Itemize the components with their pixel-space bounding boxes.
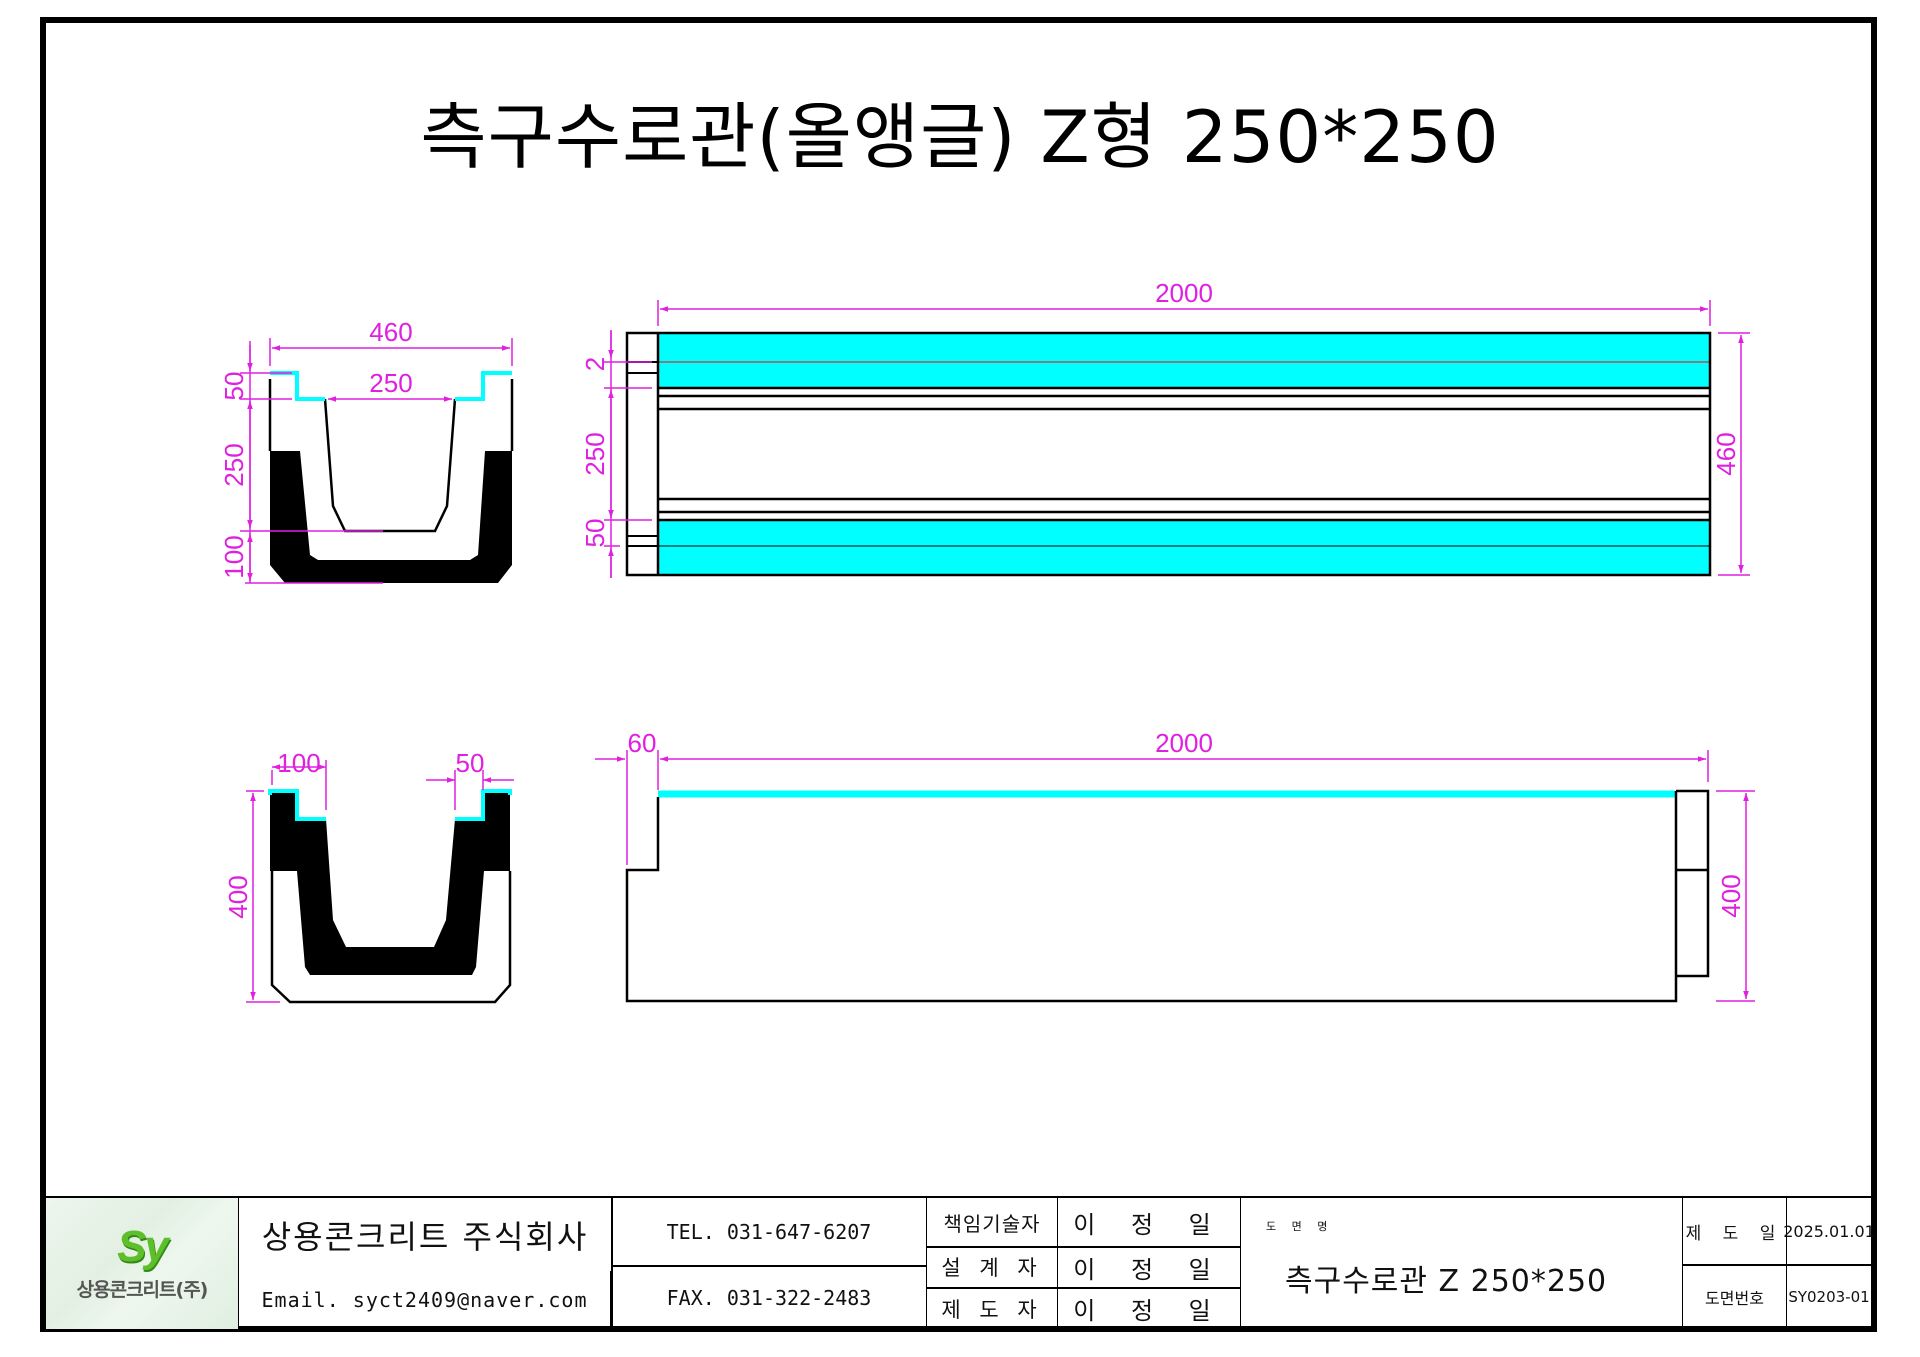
drawing-name: 측구수로관 Z 250*250: [1285, 1264, 1608, 1299]
dim-offset-60: 60: [628, 728, 657, 758]
company-logo: Sy 상용콘크리트(주): [46, 1198, 239, 1329]
dim-plan-250: 250: [580, 432, 610, 475]
plan-view: 2000 460 2 250 50: [580, 278, 1750, 578]
dim-height-400: 400: [223, 875, 253, 918]
company-name: 상용콘크리트 주식회사: [261, 1217, 589, 1256]
role-name-drafter: 이 정 일: [1058, 1288, 1241, 1329]
dim-length-2000: 2000: [1155, 278, 1213, 308]
role-label-drafter: 제 도 자: [927, 1288, 1058, 1329]
drawing-number-label: 도면번호: [1683, 1265, 1787, 1329]
company-fax: FAX. 031-322-2483: [612, 1266, 927, 1329]
role-label-designer: 설 계 자: [927, 1247, 1058, 1287]
cross-section-bottom: 100 50 400: [223, 748, 514, 1004]
drawing-name-cell: 도 면 명 측구수로관 Z 250*250: [1241, 1198, 1683, 1329]
date-value: 2025.01.01: [1783, 1221, 1875, 1241]
title-block: Sy 상용콘크리트(주) 상용콘크리트 주식회사 Email. syct2409…: [46, 1196, 1875, 1329]
dim-plan-2: 2: [580, 357, 610, 371]
drawing-number: SY0203-01: [1788, 1288, 1870, 1306]
role-name-chief-engineer: 이 정 일: [1058, 1198, 1241, 1246]
dim-width-460: 460: [369, 317, 412, 347]
company-email: Email. syct2409@naver.com: [239, 1271, 611, 1329]
logo-mark: Sy: [117, 1222, 169, 1271]
concrete-section-fill: [270, 793, 510, 975]
company-tel: TEL. 031-647-6207: [612, 1198, 927, 1265]
cross-section-top: 460 250 50 250 100: [219, 317, 514, 584]
elevation-view: 60 2000 400: [595, 728, 1755, 1003]
dim-elev-height-400: 400: [1716, 874, 1746, 917]
dim-right-50: 50: [456, 748, 485, 778]
role-name-designer: 이 정 일: [1058, 1247, 1241, 1287]
dim-elev-length-2000: 2000: [1155, 728, 1213, 758]
dim-top-50: 50: [219, 372, 249, 401]
drawing-frame: [40, 17, 1877, 1332]
dim-inner-250: 250: [369, 368, 412, 398]
logo-name: 상용콘크리트(주): [76, 1279, 209, 1301]
role-label-chief-engineer: 책임기술자: [927, 1198, 1058, 1246]
drawing-title: 측구수로관(올앵글) Z형 250*250: [420, 95, 1500, 179]
dim-plan-width-460: 460: [1711, 432, 1741, 475]
dim-bottom-100: 100: [219, 535, 249, 578]
dim-left-100: 100: [277, 748, 320, 778]
drawing-name-label: 도 면 명: [1266, 1220, 1334, 1233]
dim-mid-250: 250: [219, 443, 249, 486]
concrete-section-fill: [270, 451, 512, 583]
date-label: 제 도 일: [1683, 1198, 1787, 1264]
dim-plan-50: 50: [580, 519, 610, 548]
